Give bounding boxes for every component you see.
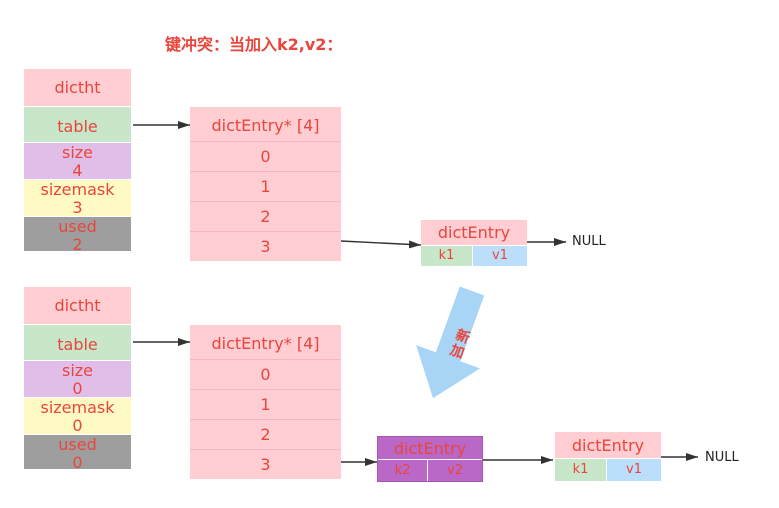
dict-entry-k1: dictEntry k1 v1 (421, 220, 527, 266)
dict-entry-header: dictEntry (421, 220, 527, 245)
bucket-slot-0: 0 (190, 141, 341, 171)
entry-value: v1 (607, 458, 661, 481)
size-label: size (61, 361, 94, 380)
bucket-slot-2: 2 (190, 201, 341, 231)
bucket-array: dictEntry* [4] 0 1 2 3 (190, 107, 341, 261)
dictht-size-field: size 0 (23, 360, 132, 398)
sizemask-value: 0 (72, 416, 83, 435)
entry-value: v2 (428, 459, 482, 481)
null-terminator: NULL (705, 450, 739, 465)
entry-key: k1 (555, 458, 607, 481)
sizemask-value: 3 (72, 198, 83, 217)
sizemask-label: sizemask (40, 180, 115, 199)
dictht-header: dictht (23, 68, 132, 107)
dictht-used-field: used 0 (23, 434, 132, 470)
dictht-table-field: table (23, 106, 132, 143)
bucket-array-header: dictEntry* [4] (190, 325, 341, 359)
bucket-slot-1: 1 (190, 171, 341, 201)
size-value: 4 (72, 161, 83, 180)
bucket-slot-2: 2 (190, 419, 341, 449)
dictht-size-field: size 4 (23, 142, 132, 180)
hashtable-panel-after: dictht table size 0 sizemask 0 used 0 di… (0, 286, 360, 481)
null-terminator: NULL (572, 234, 606, 249)
dict-entry-cells: k1 v1 (555, 458, 661, 481)
used-value: 0 (72, 453, 83, 470)
dict-entry-cells: k1 v1 (421, 245, 527, 266)
bucket-slot-1: 1 (190, 389, 341, 419)
dict-entry-header: dictEntry (555, 432, 661, 458)
dict-entry-k2-new: dictEntry k2 v2 (377, 436, 483, 482)
used-label: used (58, 217, 97, 236)
dict-entry-cells: k2 v2 (378, 459, 482, 481)
dictht-sizemask-field: sizemask 0 (23, 397, 132, 435)
dictht-sizemask-field: sizemask 3 (23, 179, 132, 217)
bucket-slot-3: 3 (190, 231, 341, 261)
dictht-table-field: table (23, 324, 132, 361)
dictht-header: dictht (23, 286, 132, 325)
dict-entry-k1: dictEntry k1 v1 (555, 432, 661, 481)
sizemask-label: sizemask (40, 398, 115, 417)
entry-key: k1 (421, 245, 473, 266)
added-annotation: 新加 (446, 326, 472, 362)
entry-key: k2 (378, 459, 428, 481)
bucket-slot-3: 3 (190, 449, 341, 479)
bucket-slot-0: 0 (190, 359, 341, 389)
diagram-title: 键冲突：当加入k2,v2： (165, 35, 343, 54)
dictht-used-field: used 2 (23, 216, 132, 252)
used-value: 2 (72, 235, 83, 252)
size-label: size (61, 143, 94, 162)
used-label: used (58, 435, 97, 454)
entry-value: v1 (473, 245, 527, 266)
hashtable-panel-before: dictht table size 4 sizemask 3 used 2 di… (0, 68, 360, 263)
bucket-array: dictEntry* [4] 0 1 2 3 (190, 325, 341, 479)
bucket-array-header: dictEntry* [4] (190, 107, 341, 141)
size-value: 0 (72, 379, 83, 398)
dict-entry-header: dictEntry (378, 437, 482, 459)
